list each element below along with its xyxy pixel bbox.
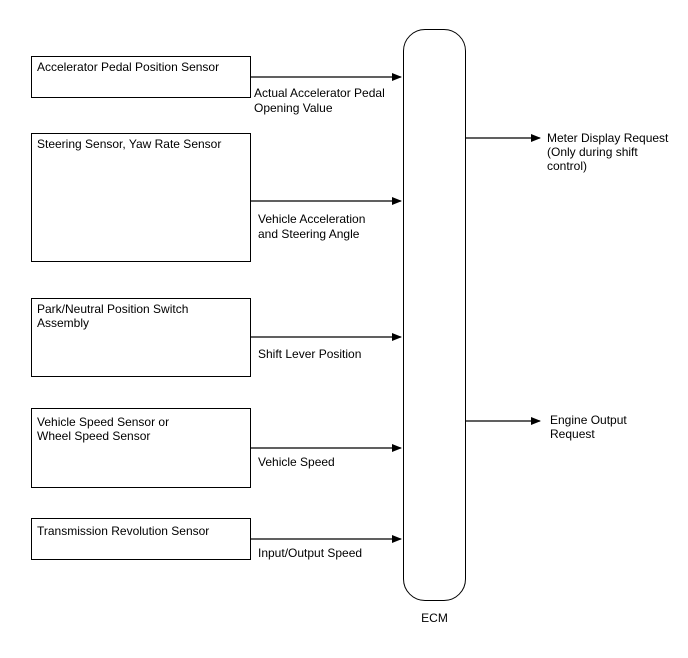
park-neutral-switch-label: Park/Neutral Position Switch Assembly: [37, 302, 189, 330]
signal-shift-lever-position: Shift Lever Position: [258, 347, 362, 361]
vehicle-speed-sensor-box: Vehicle Speed Sensor or Wheel Speed Sens…: [31, 408, 251, 488]
signal-accelerator-opening: Actual Accelerator Pedal Opening Value: [254, 86, 385, 115]
accelerator-sensor-box: Accelerator Pedal Position Sensor: [31, 56, 251, 98]
signal-input-output-speed: Input/Output Speed: [258, 546, 363, 560]
park-neutral-switch-box: Park/Neutral Position Switch Assembly: [31, 298, 251, 377]
signal-meter-display-request: Meter Display Request (Only during shift…: [547, 131, 669, 173]
ecm-block: [403, 29, 466, 601]
steering-sensor-box: Steering Sensor, Yaw Rate Sensor: [31, 133, 251, 262]
accelerator-sensor-label: Accelerator Pedal Position Sensor: [37, 60, 220, 74]
steering-sensor-label: Steering Sensor, Yaw Rate Sensor: [37, 137, 222, 151]
signal-acceleration-steering: Vehicle Acceleration and Steering Angle: [258, 212, 366, 241]
signal-engine-output-request: Engine Output Request: [550, 413, 627, 441]
transmission-sensor-label: Transmission Revolution Sensor: [37, 524, 210, 538]
transmission-sensor-box: Transmission Revolution Sensor: [31, 518, 251, 560]
vehicle-speed-sensor-label: Vehicle Speed Sensor or Wheel Speed Sens…: [37, 415, 170, 443]
ecm-label: ECM: [421, 611, 448, 625]
signal-vehicle-speed: Vehicle Speed: [258, 455, 335, 469]
